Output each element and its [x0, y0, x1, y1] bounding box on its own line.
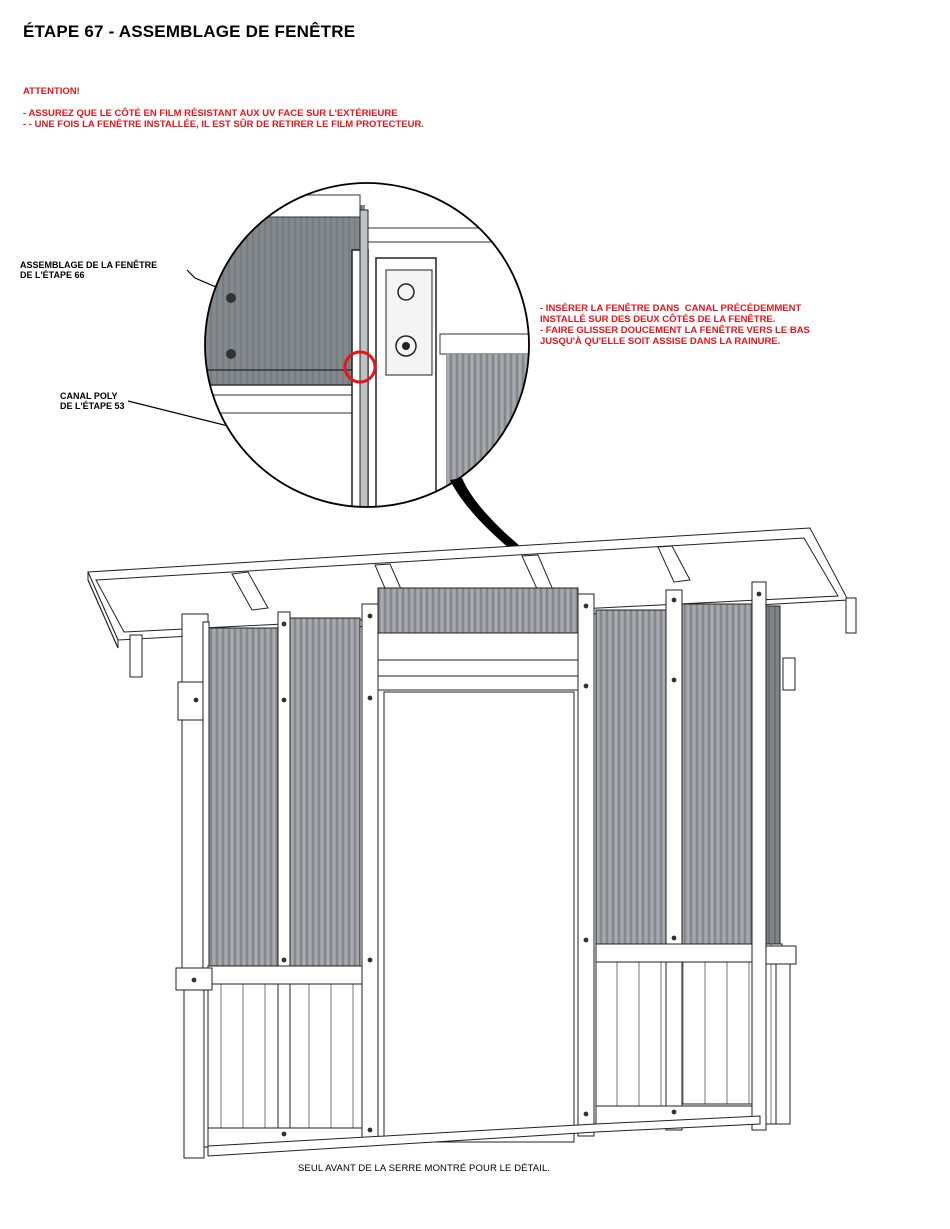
- bolts: [191, 591, 762, 1137]
- poly-channel-label: CANAL POLY DE L'ÉTAPE 53: [60, 391, 125, 411]
- greenhouse-front: [87, 527, 857, 1159]
- attention-line-2: - - UNE FOIS LA FENÊTRE INSTALLÉE, IL ES…: [23, 119, 424, 130]
- window-assembly-label: ASSEMBLAGE DE LA FENÊTRE DE L'ÉTAPE 66: [20, 260, 158, 280]
- instructions-text: - INSÉRER LA FENÊTRE DANS CANAL PRÉCÉDEM…: [540, 303, 810, 347]
- page-title: ÉTAPE 67 - ASSEMBLAGE DE FENÊTRE: [23, 22, 356, 41]
- zoom-circle-outline: [204, 182, 530, 508]
- drawing-caption: SEUL AVANT DE LA SERRE MONTRÉ POUR LE DÉ…: [298, 1163, 551, 1174]
- highlight-circle: [343, 350, 377, 384]
- attention-heading: ATTENTION!: [23, 86, 80, 97]
- attention-line-1: - ASSUREZ QUE LE CÔTÉ EN FILM RÉSISTANT …: [23, 108, 398, 119]
